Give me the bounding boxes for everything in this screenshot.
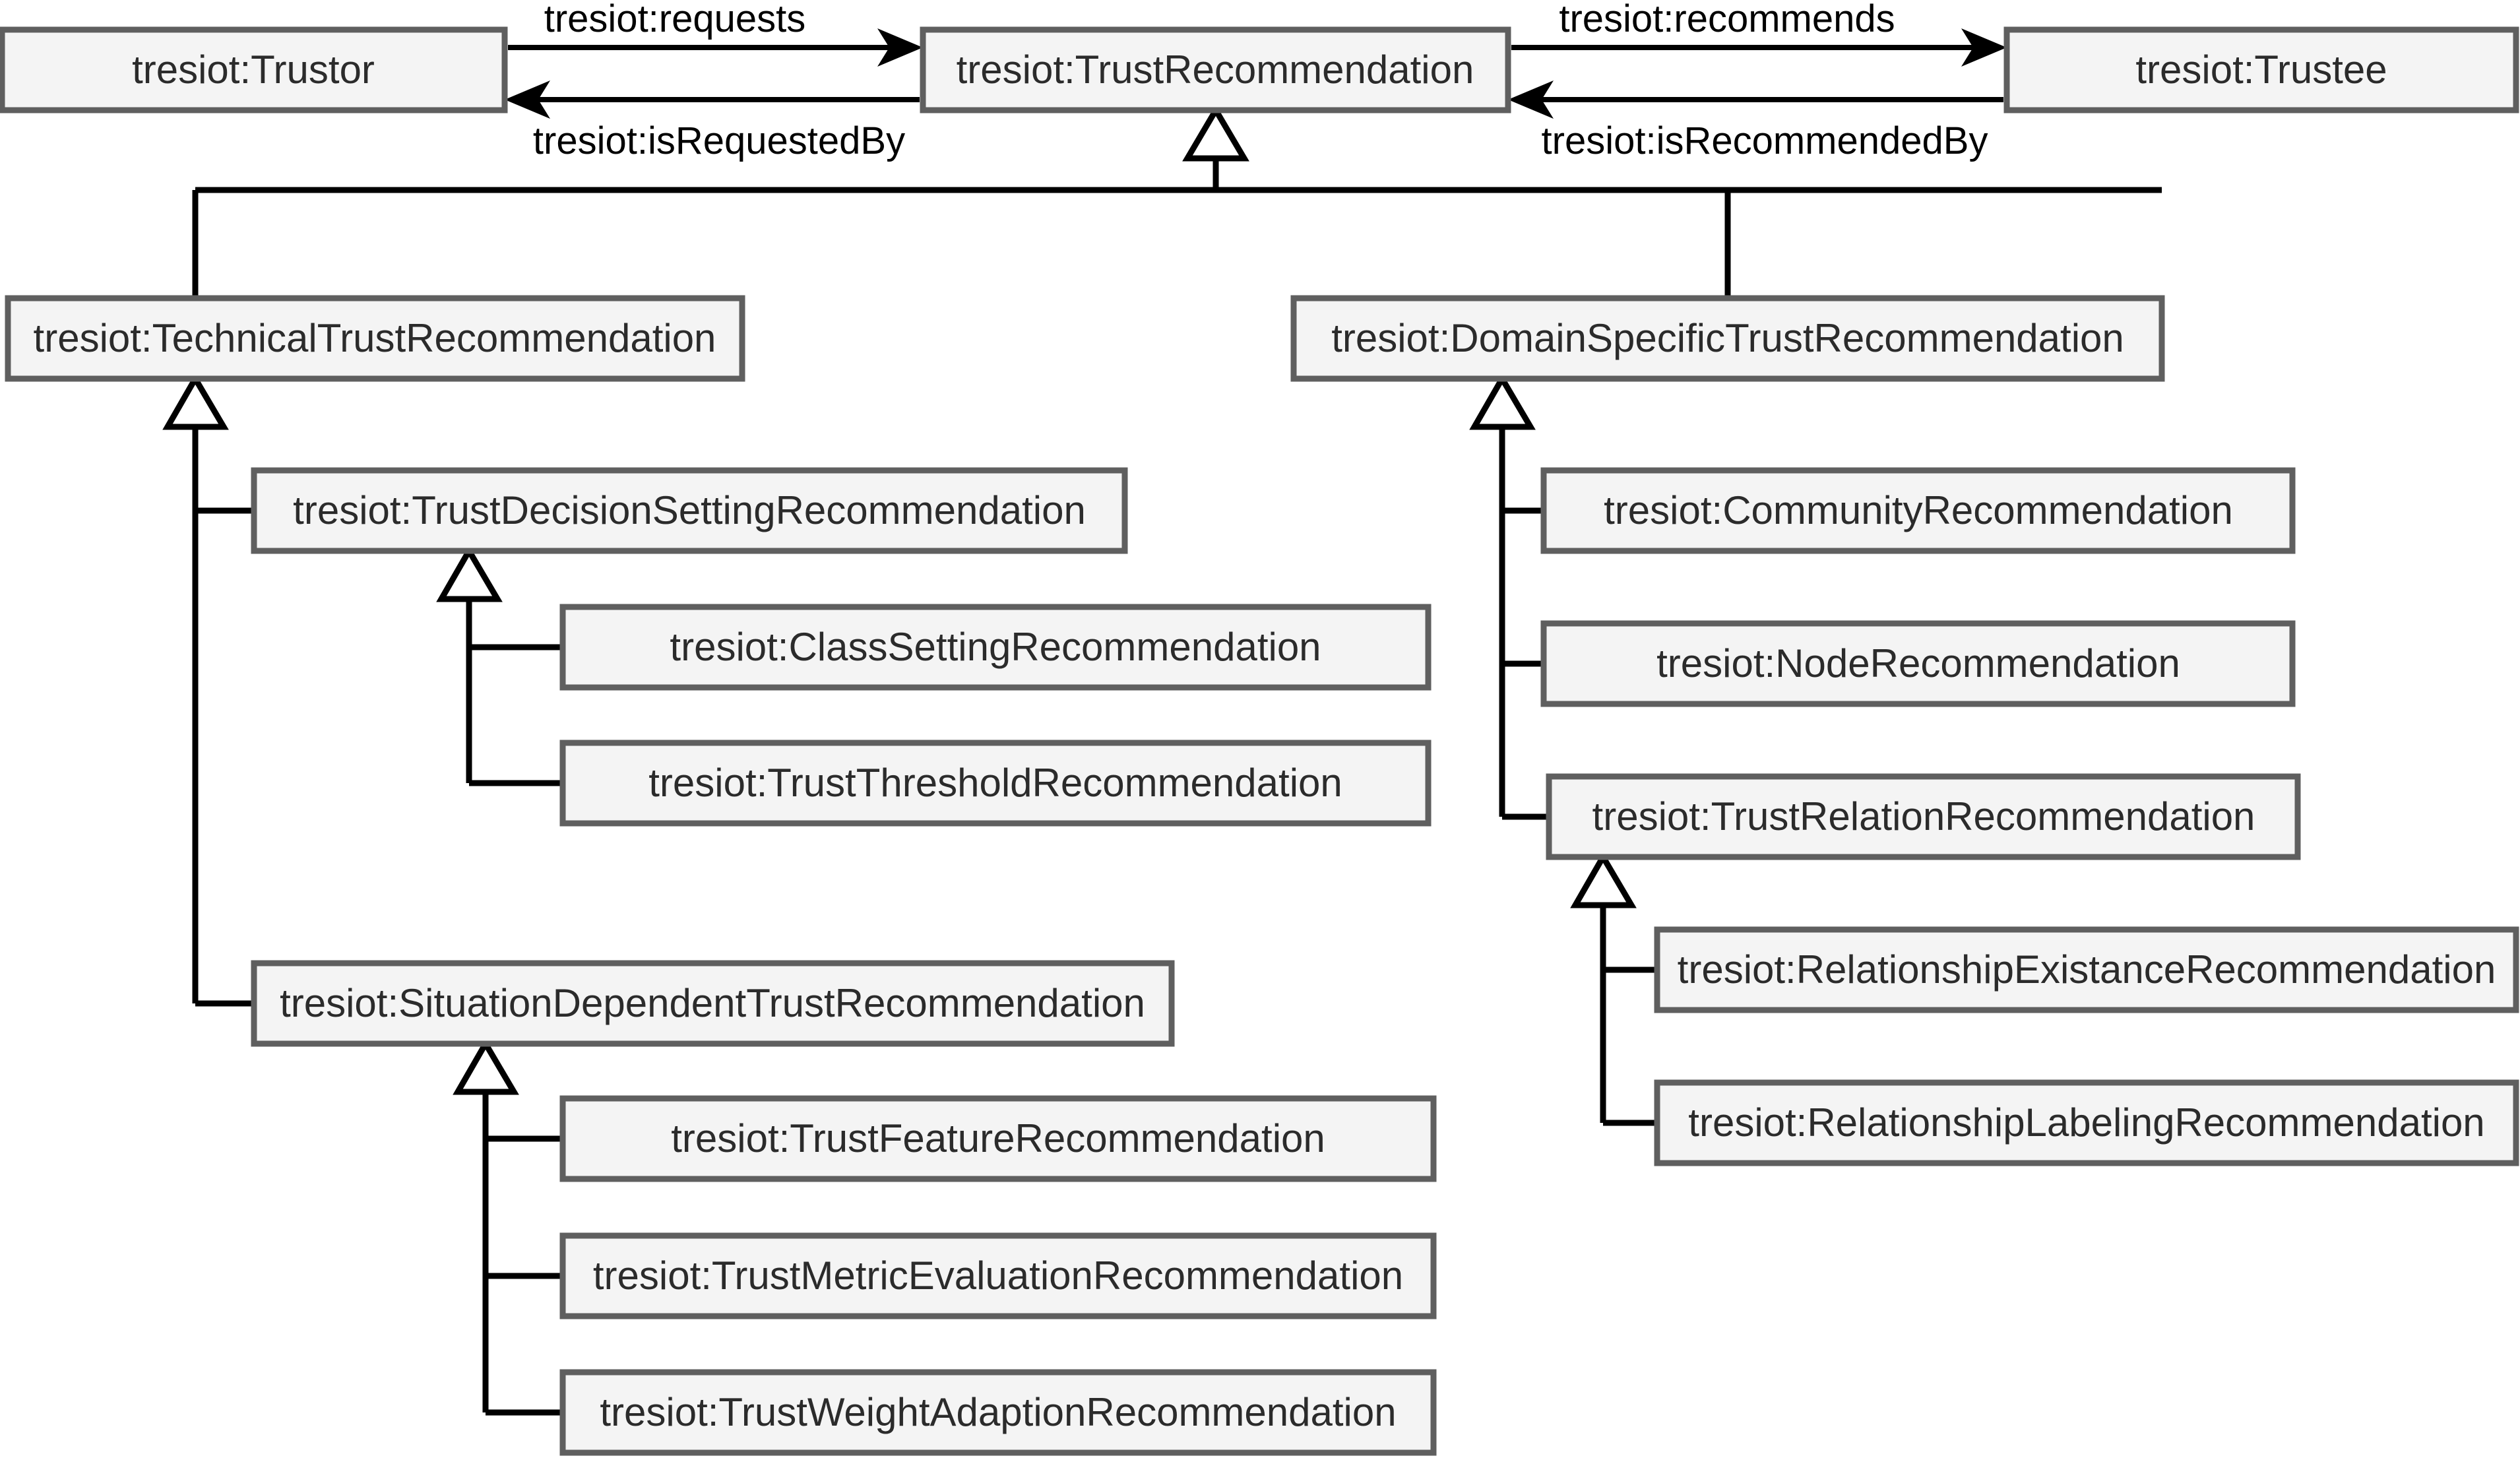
is-recommended-by-arrowhead-icon [1508,80,1554,119]
association-edges [505,28,2007,119]
class-box-relationship-existance-recommendation-label: tresiot:RelationshipExistanceRecommendat… [1678,947,2496,992]
class-box-trust-relation-recommendation-label: tresiot:TrustRelationRecommendation [1592,794,2255,839]
generalization-triangle-icon [1469,373,1536,430]
gen-situationdependent-tree [453,1038,563,1416]
class-box-community-recommendation[interactable]: tresiot:CommunityRecommendation [1540,467,2296,554]
class-box-technical-trust-recommendation-label: tresiot:TechnicalTrustRecommendation [34,316,716,360]
class-box-trust-decision-setting-recommendation-label: tresiot:TrustDecisionSettingRecommendati… [293,488,1086,532]
class-box-situation-dependent-trust-recommendation-rect [251,960,1175,1047]
association-is-requested-by[interactable] [505,80,920,119]
class-box-class-setting-recommendation-rect [559,604,1432,691]
class-box-trust-feature-recommendation[interactable]: tresiot:TrustFeatureRecommendation [559,1095,1437,1182]
gen-domainspecific-tree [1469,373,1549,820]
class-box-relationship-labeling-recommendation-label: tresiot:RelationshipLabelingRecommendati… [1688,1100,2484,1145]
class-box-situation-dependent-trust-recommendation-label: tresiot:SituationDependentTrustRecommend… [280,981,1145,1025]
class-box-technical-trust-recommendation[interactable]: tresiot:TechnicalTrustRecommendation [5,295,745,382]
class-box-class-setting-recommendation-label: tresiot:ClassSettingRecommendation [670,625,1321,669]
class-box-node-recommendation[interactable]: tresiot:NodeRecommendation [1540,620,2296,707]
gen-trustrelation-tree [1570,851,1657,1126]
gen-trustdecisionsetting-tree [436,545,563,786]
class-box-node-recommendation-rect [1540,620,2296,707]
association-recommends[interactable] [1511,28,2007,67]
association-label-is-requested-by: tresiot:isRequestedBy [533,119,905,162]
class-box-trust-threshold-recommendation-label: tresiot:TrustThresholdRecommendation [648,761,1342,805]
generalization-triangle-icon [1182,104,1249,162]
class-box-trustee-rect [2003,26,2519,113]
generalization-triangle-icon [162,373,229,430]
class-box-node-recommendation-label: tresiot:NodeRecommendation [1656,641,2180,685]
class-box-trust-recommendation-label: tresiot:TrustRecommendation [957,48,1474,92]
class-box-domain-specific-trust-recommendation[interactable]: tresiot:DomainSpecificTrustRecommendatio… [1290,295,2165,382]
gen-trustrecommendation-tree [192,104,2162,298]
class-box-trustor-rect [0,26,508,113]
association-label-requests: tresiot:requests [544,0,806,40]
class-box-trust-weight-adaption-recommendation-label: tresiot:TrustWeightAdaptionRecommendatio… [600,1390,1396,1434]
class-box-relationship-existance-recommendation-rect [1654,926,2519,1013]
class-box-trust-metric-evaluation-recommendation-label: tresiot:TrustMetricEvaluationRecommendat… [593,1253,1403,1298]
class-box-trust-recommendation[interactable]: tresiot:TrustRecommendation [920,26,1511,113]
generalization-edges [162,104,2162,1416]
association-labels: tresiot:requests tresiot:isRequestedBy t… [533,0,1988,162]
class-box-domain-specific-trust-recommendation-rect [1290,295,2165,382]
is-requested-by-arrowhead-icon [505,80,550,119]
gen-technical-tree [162,373,254,1007]
class-box-class-setting-recommendation[interactable]: tresiot:ClassSettingRecommendation [559,604,1432,691]
class-box-trust-threshold-recommendation-rect [559,740,1432,827]
association-requests[interactable] [508,28,923,67]
requests-arrowhead-icon [877,28,923,67]
association-is-recommended-by[interactable] [1508,80,2003,119]
class-box-relationship-labeling-recommendation[interactable]: tresiot:RelationshipLabelingRecommendati… [1654,1079,2519,1166]
association-label-is-recommended-by: tresiot:isRecommendedBy [1542,119,1988,162]
generalization-triangle-icon [1570,851,1637,908]
class-box-technical-trust-recommendation-rect [5,295,745,382]
class-box-trust-metric-evaluation-recommendation-rect [559,1232,1437,1319]
class-box-trustor[interactable]: tresiot:Trustor [0,26,508,113]
generalization-triangle-icon [436,545,503,602]
class-box-trust-metric-evaluation-recommendation[interactable]: tresiot:TrustMetricEvaluationRecommendat… [559,1232,1437,1319]
class-boxes: tresiot:Trustor tresiot:TrustRecommendat… [0,26,2519,1456]
class-box-relationship-existance-recommendation[interactable]: tresiot:RelationshipExistanceRecommendat… [1654,926,2519,1013]
class-box-trust-threshold-recommendation[interactable]: tresiot:TrustThresholdRecommendation [559,740,1432,827]
class-box-trust-recommendation-rect [920,26,1511,113]
generalization-triangle-icon [453,1038,519,1095]
class-box-trustee-label: tresiot:Trustee [2135,48,2387,92]
class-box-trust-relation-recommendation-rect [1546,773,2301,860]
class-box-trust-decision-setting-recommendation[interactable]: tresiot:TrustDecisionSettingRecommendati… [251,467,1128,554]
class-box-relationship-labeling-recommendation-rect [1654,1079,2519,1166]
class-box-trust-weight-adaption-recommendation-rect [559,1369,1437,1456]
class-box-trustee[interactable]: tresiot:Trustee [2003,26,2519,113]
class-box-trust-feature-recommendation-label: tresiot:TrustFeatureRecommendation [671,1116,1325,1160]
class-box-domain-specific-trust-recommendation-label: tresiot:DomainSpecificTrustRecommendatio… [1331,316,2124,360]
class-box-situation-dependent-trust-recommendation[interactable]: tresiot:SituationDependentTrustRecommend… [251,960,1175,1047]
class-box-community-recommendation-rect [1540,467,2296,554]
class-box-trust-decision-setting-recommendation-rect [251,467,1128,554]
class-box-trust-weight-adaption-recommendation[interactable]: tresiot:TrustWeightAdaptionRecommendatio… [559,1369,1437,1456]
association-label-recommends: tresiot:recommends [1559,0,1895,40]
class-box-trustor-label: tresiot:Trustor [132,48,375,92]
class-box-trust-relation-recommendation[interactable]: tresiot:TrustRelationRecommendation [1546,773,2301,860]
class-box-trust-feature-recommendation-rect [559,1095,1437,1182]
recommends-arrowhead-icon [1961,28,2007,67]
class-box-community-recommendation-label: tresiot:CommunityRecommendation [1604,488,2233,532]
